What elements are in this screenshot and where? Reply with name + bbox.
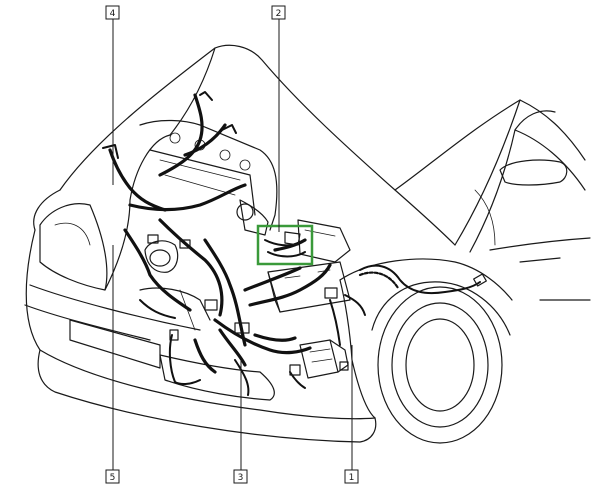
engine-block [139, 119, 351, 379]
callout-4-label: 4 [110, 9, 116, 19]
callout-3-label: 3 [238, 473, 244, 483]
callout-5: 5 [105, 245, 120, 484]
car-body [24, 44, 591, 444]
callout-1-label: 1 [349, 473, 355, 483]
highlight-box [256, 224, 314, 266]
callout-2-label: 2 [276, 9, 282, 19]
highlighted-region [256, 224, 314, 266]
callout-5-label: 5 [110, 473, 116, 483]
wiring-harness [102, 91, 487, 396]
callout-3: 3 [233, 360, 248, 484]
callout-4: 4 [105, 5, 120, 185]
callout-1: 1 [344, 345, 359, 484]
callout-2: 2 [271, 5, 286, 232]
